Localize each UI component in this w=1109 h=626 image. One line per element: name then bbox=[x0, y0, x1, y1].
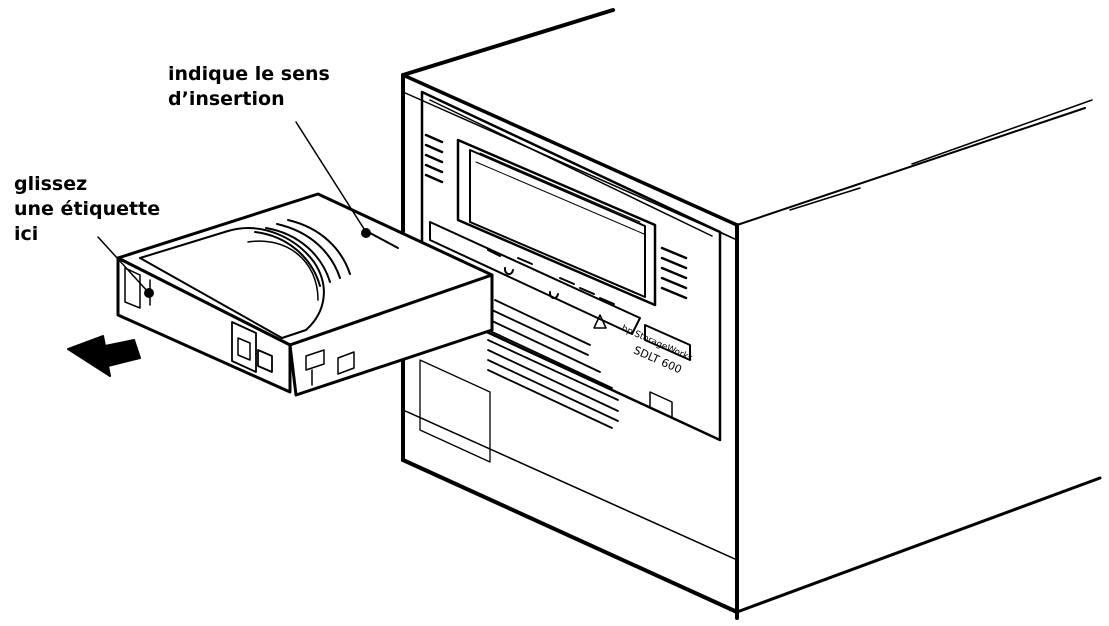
insertion-direction-callout: indique le sens d’insertion bbox=[168, 62, 330, 112]
drive-brand-text: hp bbox=[620, 324, 635, 338]
warning-icon bbox=[593, 314, 607, 329]
drive-top-front-edge bbox=[401, 73, 739, 227]
drive-left-vents bbox=[424, 133, 444, 184]
label-area-callout: glissez une étiquette ici bbox=[14, 172, 160, 247]
drive-bottom-edge bbox=[401, 458, 739, 614]
cartridge-grip-ridges bbox=[254, 219, 351, 287]
cartridge-rear-notch bbox=[305, 349, 325, 371]
drive-status-leds bbox=[487, 249, 615, 305]
drive-right-vents bbox=[660, 246, 688, 300]
eject-button bbox=[644, 324, 691, 361]
label-area-callout-leader bbox=[97, 236, 150, 294]
write-protect-icon bbox=[257, 349, 273, 373]
label-area-callout-dot bbox=[144, 288, 154, 298]
orientation-groove bbox=[369, 232, 399, 249]
drive-top-detail bbox=[789, 187, 861, 211]
drive-bezel-inner-top bbox=[429, 99, 713, 237]
drive-front-grooves bbox=[487, 299, 619, 429]
cartridge-front-notch bbox=[124, 267, 141, 309]
tape-cartridge bbox=[116, 192, 494, 397]
drive-top-back-edge bbox=[401, 8, 615, 77]
drive-bottom-right-edge bbox=[735, 476, 1102, 614]
tape-drive-unit: hp StorageWorks SDLT 600 bbox=[401, 8, 1102, 620]
insertion-callout-leader bbox=[295, 121, 367, 233]
drive-top-detail-2 bbox=[911, 99, 1093, 165]
drive-lower-panel bbox=[419, 359, 491, 463]
cartridge-top-recess bbox=[139, 227, 325, 339]
insertion-direction-arrow-icon bbox=[67, 335, 141, 377]
label-callout-line2: une étiquette bbox=[14, 198, 161, 220]
insertion-callout-line2: d’insertion bbox=[168, 88, 285, 110]
drive-upper-shelf bbox=[402, 91, 738, 241]
drive-display-window bbox=[456, 138, 657, 307]
drive-badge-box bbox=[649, 391, 673, 419]
drive-top-right-edge bbox=[736, 107, 1086, 226]
cartridge-right-face bbox=[288, 273, 494, 397]
insertion-callout-line1: indique le sens bbox=[168, 63, 330, 85]
insertion-callout-dot bbox=[361, 228, 371, 238]
label-callout-line1: glissez bbox=[14, 173, 88, 195]
label-callout-line3: ici bbox=[14, 223, 39, 245]
cartridge-slot bbox=[429, 221, 641, 335]
write-protect-switch bbox=[231, 321, 257, 373]
drive-bezel-outline bbox=[420, 90, 722, 442]
